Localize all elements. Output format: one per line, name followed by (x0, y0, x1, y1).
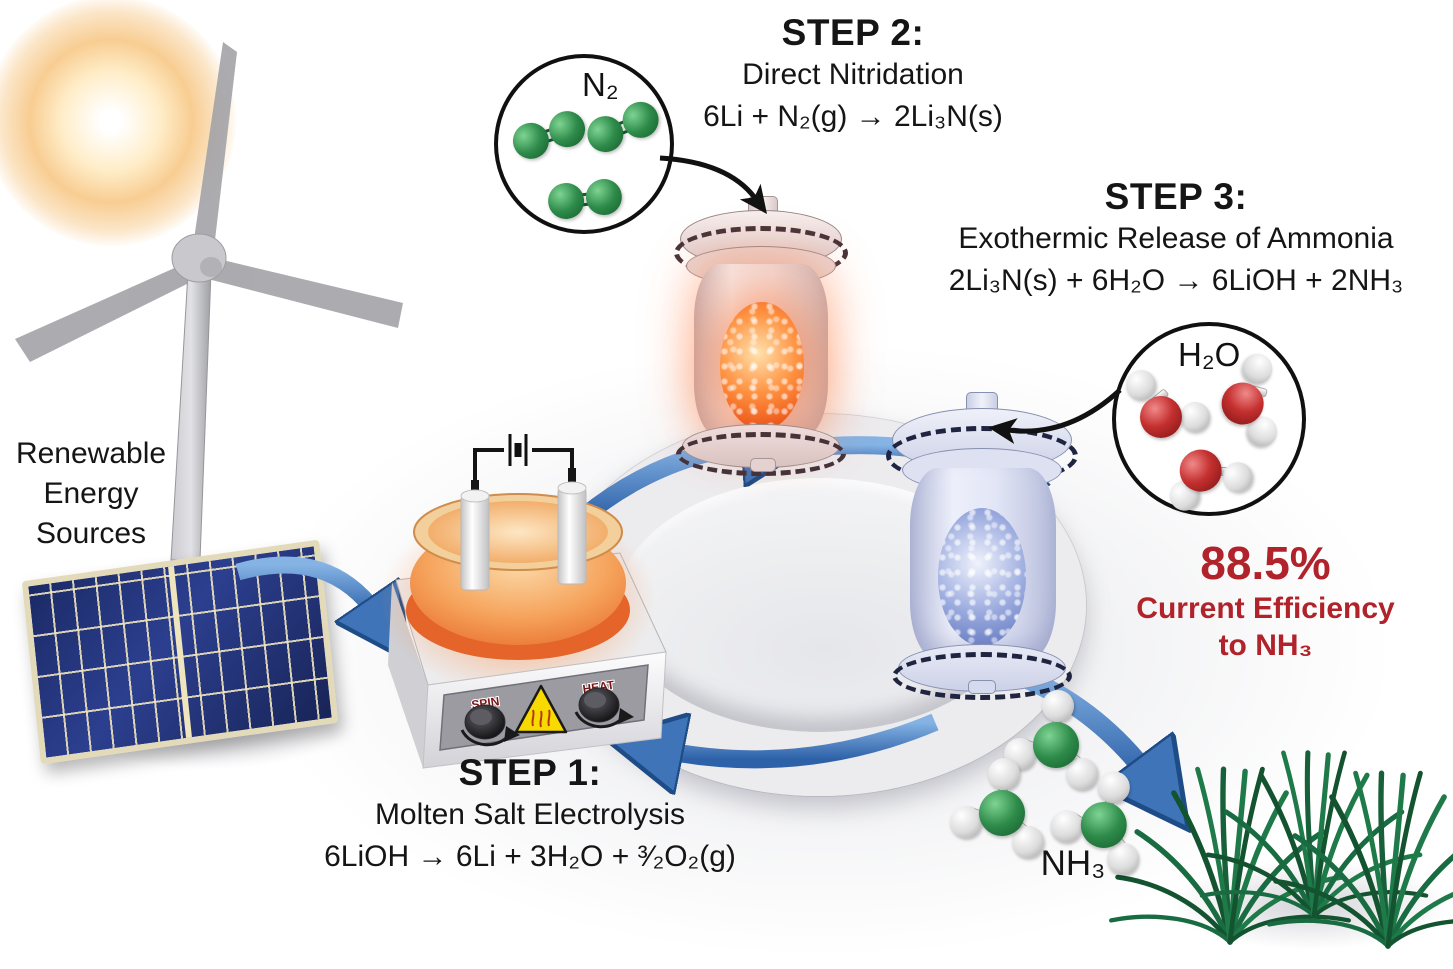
step1-subtitle: Molten Salt Electrolysis (374, 798, 686, 831)
renewable-line-1: Renewable (15, 437, 167, 470)
step3-equation: 2Li₃N(s) + 6H₂O → 6LiOH + 2NH₃ (948, 264, 1404, 297)
step1-title: STEP 1: (458, 752, 602, 793)
turbine-nose (200, 257, 222, 277)
wind-turbine-icon (15, 42, 403, 561)
n2-label: N₂ (582, 66, 619, 103)
step3-subtitle: Exothermic Release of Ammonia (958, 222, 1394, 255)
nh3-molecule (1004, 690, 1102, 790)
step1-text: STEP 1: Molten Salt Electrolysis 6LiOH →… (280, 752, 780, 874)
electrode-rod-right (568, 468, 576, 490)
hot-surface-warning-icon (514, 684, 568, 734)
turbine-blade-up (193, 42, 237, 246)
reactor-bottom-nozzle (968, 680, 996, 694)
spin-knob[interactable] (460, 704, 520, 747)
step2-equation: 6Li + N₂(g) → 2Li₃N(s) (703, 100, 1003, 133)
efficiency-callout: 88.5% Current Efficiency to NH₃ (1093, 536, 1438, 664)
h2o-molecule (1124, 370, 1210, 452)
n2-inset-circle: N₂ (494, 54, 674, 234)
step3-text: STEP 3: Exothermic Release of Ammonia 2L… (900, 176, 1452, 298)
h2o-label: H₂O (1178, 336, 1241, 373)
efficiency-line-2: to NH₃ (1218, 629, 1313, 662)
lithium-nitride-window (938, 508, 1026, 646)
efficiency-line-1: Current Efficiency (1136, 592, 1395, 625)
electrode-right (557, 481, 587, 585)
arrow-h2o-to-reactor (988, 388, 1122, 444)
arrow-step3-to-step1 (662, 722, 939, 759)
efficiency-value: 88.5% (1200, 537, 1331, 589)
turbine-blade-left (15, 262, 193, 362)
step2-subtitle: Direct Nitridation (742, 58, 964, 91)
turbine-blade-right (204, 256, 403, 328)
renewable-line-2: Energy (43, 477, 139, 510)
renewable-line-3: Sources (35, 517, 147, 550)
wire-right (532, 448, 574, 472)
hotplate-electrolysis-unit: SPIN HEAT (380, 434, 667, 769)
arrow-n2-to-reactor (659, 155, 768, 214)
battery-icon (508, 434, 528, 466)
wire-left (473, 448, 504, 484)
step2-text: STEP 2: Direct Nitridation 6Li + N₂(g) →… (628, 12, 1078, 134)
sun-icon (0, 0, 236, 246)
nh3-label: NH₃ (1040, 844, 1106, 883)
h2o-inset-circle: H₂O (1112, 322, 1306, 516)
arrow-solar-to-electrolysis (235, 556, 378, 616)
step1-equation: 6LiOH → 6Li + 3H₂O + ³⁄₂O₂(g) (324, 840, 736, 873)
step3-title: STEP 3: (1104, 176, 1248, 217)
renewable-energy-label: Renewable Energy Sources (0, 434, 182, 554)
electrode-left (460, 489, 490, 591)
bolt-ring-bottom (892, 652, 1072, 700)
step2-title: STEP 2: (781, 12, 925, 53)
nh3-molecule (950, 758, 1048, 858)
